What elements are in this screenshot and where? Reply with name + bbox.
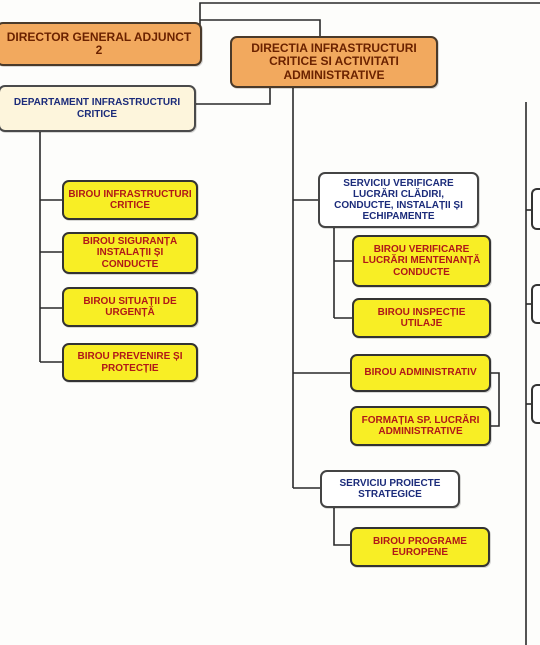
node-formatia: FORMAȚIA SP. LUCRĂRI ADMINISTRATIVE bbox=[350, 406, 491, 446]
node-directia: DIRECTIA INFRASTRUCTURI CRITICE SI ACTIV… bbox=[230, 36, 438, 88]
node-serviciu-verificare: SERVICIU VERIFICARE LUCRĂRI CLĂDIRI, CON… bbox=[318, 172, 479, 228]
node-cropped-right-1 bbox=[531, 188, 540, 230]
node-cropped-right-2 bbox=[531, 284, 540, 324]
node-birou-infrastructuri: BIROU INFRASTRUCTURI CRITICE bbox=[62, 180, 198, 220]
node-director-general: DIRECTOR GENERAL ADJUNCT 2 bbox=[0, 22, 202, 66]
node-birou-inspectie: BIROU INSPECȚIE UTILAJE bbox=[352, 298, 491, 338]
node-birou-verificare: BIROU VERIFICARE LUCRĂRI MENTENANȚĂ COND… bbox=[352, 235, 491, 287]
node-birou-programe: BIROU PROGRAME EUROPENE bbox=[350, 527, 490, 567]
node-cropped-right-3 bbox=[531, 384, 540, 424]
node-birou-prevenire: BIROU PREVENIRE ȘI PROTECȚIE bbox=[62, 343, 198, 382]
node-birou-administrativ: BIROU ADMINISTRATIV bbox=[350, 354, 491, 392]
node-birou-siguranta: BIROU SIGURANȚA INSTALAȚII ȘI CONDUCTE bbox=[62, 232, 198, 274]
node-birou-situatii: BIROU SITUAȚII DE URGENȚĂ bbox=[62, 287, 198, 327]
node-departament: DEPARTAMENT INFRASTRUCTURI CRITICE bbox=[0, 85, 196, 132]
node-serviciu-proiecte: SERVICIU PROIECTE STRATEGICE bbox=[320, 470, 460, 508]
